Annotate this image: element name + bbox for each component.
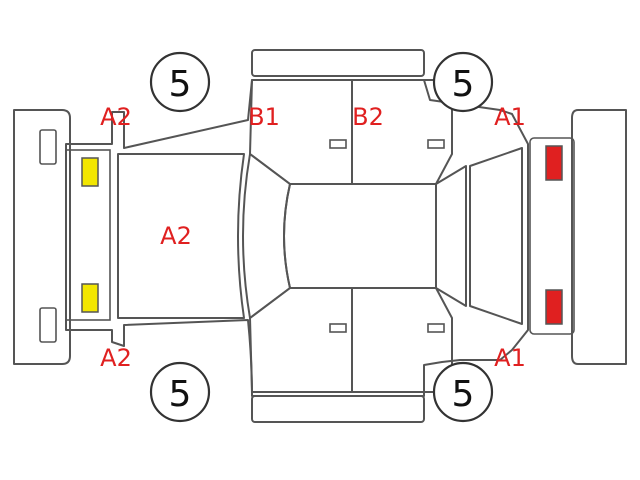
right-front-door-handle — [329, 323, 347, 333]
code-left-rear-door: B2 — [352, 103, 384, 131]
rear-bumper — [571, 109, 627, 365]
roof-panel — [283, 183, 437, 289]
hood-panel — [117, 153, 245, 319]
front-bumper-slot-top — [39, 129, 57, 165]
wheel-rear-left: 5 — [432, 51, 494, 113]
code-right-rear-quarter: A1 — [494, 344, 526, 372]
left-front-door — [249, 79, 353, 185]
rear-lamp-housing — [529, 137, 575, 335]
code-left-rear-quarter: A1 — [494, 103, 526, 131]
right-rear-door-handle — [427, 323, 445, 333]
front-lamp-left — [81, 157, 99, 187]
left-front-door-handle — [329, 139, 347, 149]
rear-lamp-right — [545, 289, 563, 325]
right-front-door — [249, 287, 353, 393]
trunk-lid — [469, 147, 523, 325]
car-body — [65, 79, 529, 397]
wheel-front-right: 5 — [149, 361, 211, 423]
wheel-front-left-count: 5 — [169, 64, 192, 105]
rear-lamp-left — [545, 145, 563, 181]
side-skirt-bottom — [251, 395, 425, 423]
wheel-rear-right-count: 5 — [452, 374, 475, 415]
side-skirt-top — [251, 49, 425, 77]
wheel-rear-right: 5 — [432, 361, 494, 423]
front-lamp-right — [81, 283, 99, 313]
front-bumper — [13, 109, 71, 365]
wheel-front-left: 5 — [149, 51, 211, 113]
front-bumper-slot-bottom — [39, 307, 57, 343]
rear-window — [435, 165, 467, 307]
left-rear-door-handle — [427, 139, 445, 149]
wheel-front-right-count: 5 — [169, 374, 192, 415]
code-left-front-door: B1 — [248, 103, 280, 131]
code-hood: A2 — [160, 222, 192, 250]
right-rear-door — [351, 287, 453, 393]
code-front-right-fender: A2 — [100, 344, 132, 372]
wheel-rear-left-count: 5 — [452, 64, 475, 105]
front-lamp-housing — [65, 149, 111, 321]
code-front-left-fender: A2 — [100, 103, 132, 131]
